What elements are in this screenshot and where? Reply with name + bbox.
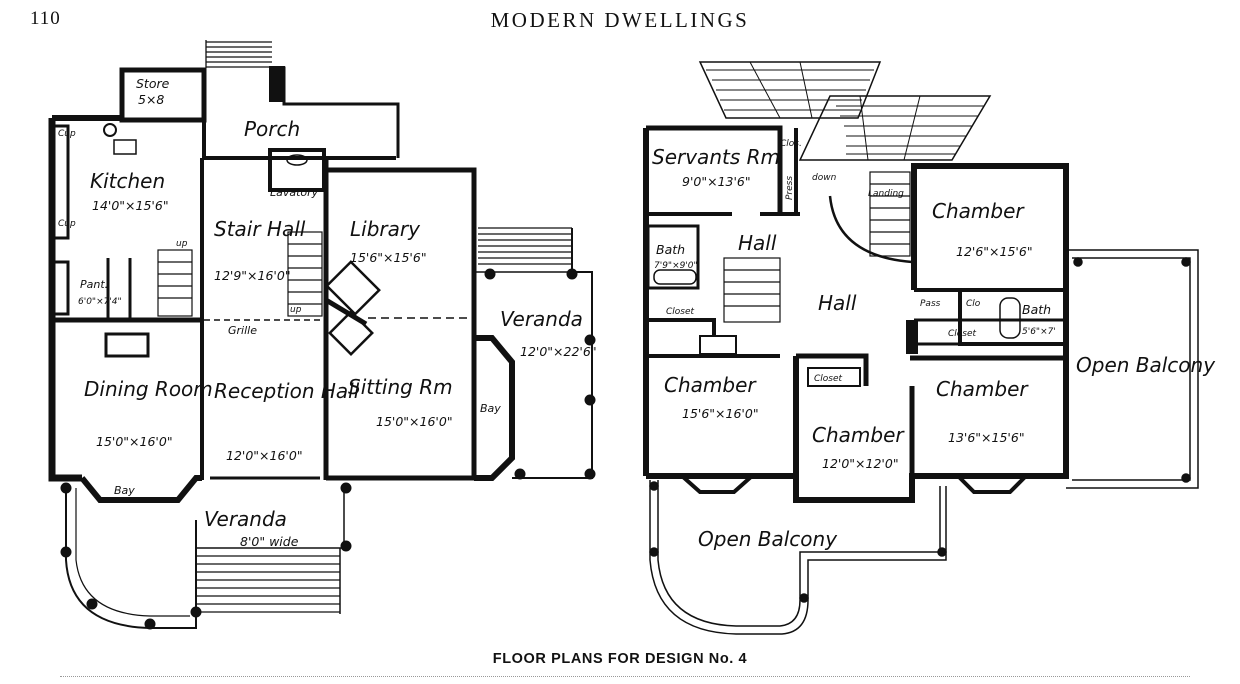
landing-label: Landing xyxy=(868,189,904,199)
bay-dining-label: Bay xyxy=(114,484,135,497)
running-head: MODERN DWELLINGS xyxy=(490,8,750,32)
chamber-sw-label: Chamber xyxy=(664,373,757,397)
hall-w-label: Hall xyxy=(738,231,777,255)
pantry-size: 6'0"×7'4" xyxy=(78,297,122,307)
store-size: 5×8 xyxy=(138,92,164,107)
clo-label: Clo xyxy=(966,299,981,309)
porch-label: Porch xyxy=(244,117,300,141)
stair-hall-label: Stair Hall xyxy=(214,217,306,241)
dining-room-size: 15'0"×16'0" xyxy=(96,434,173,449)
front-veranda-outline xyxy=(60,482,352,630)
chamber-se-size: 13'6"×15'6" xyxy=(948,430,1025,445)
press-label: Press xyxy=(785,176,795,200)
veranda-front-label: Veranda xyxy=(204,507,287,531)
servants-room-size: 9'0"×13'6" xyxy=(682,174,751,189)
veranda-side-label: Veranda xyxy=(500,307,583,331)
chamber-c-size: 12'0"×12'0" xyxy=(822,456,899,471)
sitting-room-label: Sitting Rm xyxy=(348,375,453,399)
dining-room-label: Dining Room xyxy=(84,377,213,401)
open-balcony-east-outline xyxy=(1066,249,1199,489)
bath-w-size: 7'9"×9'0" xyxy=(654,261,698,271)
kitchen-label: Kitchen xyxy=(90,169,165,193)
stair-first xyxy=(157,231,323,317)
bath-e-size: 5'6"×7' xyxy=(1022,327,1056,337)
figure-caption: FLOOR PLANS FOR DESIGN No. 4 xyxy=(492,651,748,667)
pass-label: Pass xyxy=(920,299,941,309)
open-balcony-east-label: Open Balcony xyxy=(1076,353,1216,377)
library-size: 15'6"×15'6" xyxy=(350,250,427,265)
open-balcony-south-label: Open Balcony xyxy=(698,527,838,551)
library-label: Library xyxy=(350,217,421,241)
bath-w-label: Bath xyxy=(656,242,685,257)
chamber-sw-size: 15'6"×16'0" xyxy=(682,406,759,421)
veranda-side-size: 12'0"×22'6" xyxy=(520,344,597,359)
open-balcony-south-outline xyxy=(649,480,947,635)
hall-main-label: Hall xyxy=(818,291,857,315)
closet-w-label: Closet xyxy=(666,307,695,317)
second-floor-plan xyxy=(643,61,1199,635)
closet-top-label: Clos. xyxy=(780,139,802,149)
closet-c-label: Closet xyxy=(814,374,843,384)
grille-label: Grille xyxy=(228,324,257,337)
veranda-front-size: 8'0" wide xyxy=(240,534,299,549)
lavatory-label: Lavatory xyxy=(270,186,319,199)
bottom-rule xyxy=(60,676,1190,677)
cup-label-2: Cup xyxy=(58,219,76,229)
closet-e-label: Closet xyxy=(948,329,977,339)
chamber-ne-label: Chamber xyxy=(932,199,1025,223)
kitchen-size: 14'0"×15'6" xyxy=(92,198,169,213)
porch-steps xyxy=(205,40,272,68)
page-number: 110 xyxy=(30,8,61,29)
up-label-2: up xyxy=(290,305,302,315)
sitting-room-size: 15'0"×16'0" xyxy=(376,414,453,429)
stair-second xyxy=(723,171,913,323)
fireplace-chimney xyxy=(324,260,381,356)
chamber-ne-size: 12'6"×15'6" xyxy=(956,244,1033,259)
servants-room-label: Servants Rm xyxy=(652,145,780,169)
pantry-label: Pant. xyxy=(80,278,108,291)
reception-hall-label: Reception Hall xyxy=(214,379,360,403)
cup-label-1: Cup xyxy=(58,129,76,139)
up-label-1: up xyxy=(176,239,188,249)
roof-hatching xyxy=(698,61,992,161)
store-label: Store xyxy=(136,76,170,91)
side-veranda-outline xyxy=(476,227,596,480)
reception-hall-size: 12'0"×16'0" xyxy=(226,448,303,463)
down-label: down xyxy=(812,173,837,183)
stair-hall-size: 12'9"×16'0" xyxy=(214,268,291,283)
bath-e-label: Bath xyxy=(1022,302,1051,317)
chamber-c-label: Chamber xyxy=(812,423,905,447)
chamber-se-label: Chamber xyxy=(936,377,1029,401)
first-floor-plan xyxy=(48,40,596,630)
bay-sitting-label: Bay xyxy=(480,402,501,415)
